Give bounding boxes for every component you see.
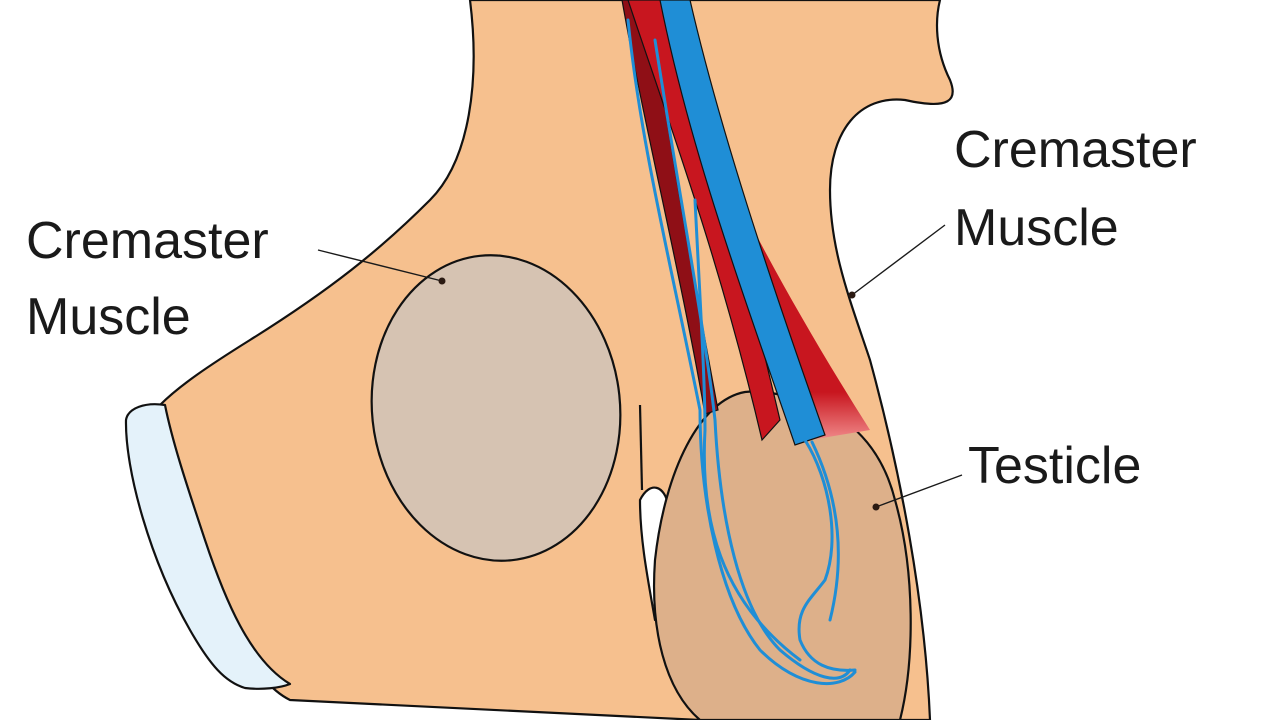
- leader-line-testicle: [875, 474, 963, 508]
- label-cremaster-left: Cremaster Muscle: [26, 212, 283, 346]
- leader-dot-testicle: [872, 503, 880, 511]
- label-cremaster-right-line1: Cremaster: [954, 121, 1197, 179]
- label-cremaster-right-line2: Muscle: [954, 199, 1119, 257]
- leader-line-cremaster-right: [851, 224, 946, 296]
- label-testicle: Testicle: [968, 437, 1141, 495]
- blue-vessel-lines: [626, 18, 857, 685]
- cremaster-muscle-oval: [370, 254, 622, 562]
- leader-dot-cremaster-right: [848, 291, 856, 299]
- leader-line-cremaster-left: [317, 249, 443, 282]
- label-cremaster-right: Cremaster Muscle: [954, 121, 1211, 257]
- label-cremaster-left-line1: Cremaster: [26, 212, 269, 270]
- cremaster-muscle-band: [700, 120, 870, 440]
- label-cremaster-left-line2: Muscle: [26, 288, 191, 346]
- testicular-vein: [659, 0, 826, 446]
- leader-dot-cremaster-left: [438, 277, 446, 285]
- groin-crease: [638, 404, 644, 491]
- thigh-cut-section: [124, 403, 292, 690]
